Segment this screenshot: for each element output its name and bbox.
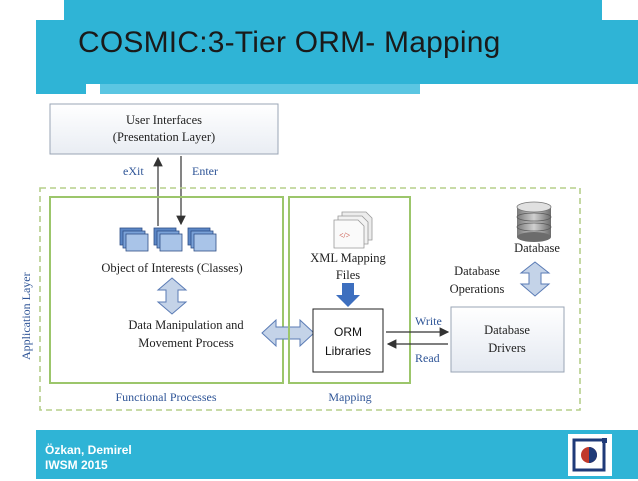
db-operations-line2: Operations	[450, 282, 505, 296]
classes-icon	[119, 227, 217, 252]
title-band-inner	[64, 0, 602, 84]
orm-box	[312, 308, 384, 373]
xml-mapping-line1: XML Mapping	[310, 251, 386, 265]
database-icon	[516, 201, 552, 242]
xml-orm-down-arrow	[336, 283, 360, 307]
objects-label: Object of Interests (Classes)	[101, 261, 242, 275]
application-layer-label: Application Layer	[19, 272, 33, 360]
write-label: Write	[415, 314, 442, 328]
xml-files-icon: </>	[333, 211, 373, 249]
xml-mapping-line2: Files	[336, 268, 360, 282]
orm-line2: Libraries	[325, 344, 371, 358]
read-label: Read	[415, 351, 440, 365]
svg-text:</>: </>	[339, 231, 351, 240]
db-double-arrow	[519, 261, 551, 297]
mapping-label: Mapping	[328, 390, 371, 404]
db-drivers-box	[450, 306, 565, 373]
slide-title: COSMIC:3-Tier ORM- Mapping	[78, 26, 501, 59]
logo	[568, 434, 612, 476]
footer-band	[36, 430, 638, 479]
database-label: Database	[514, 241, 560, 255]
footer-author: Özkan, Demirel	[45, 443, 132, 457]
enter-label: Enter	[192, 164, 218, 178]
db-drivers-line2: Drivers	[488, 341, 526, 355]
data-manip-line1: Data Manipulation and	[128, 318, 244, 332]
title-band-notch	[36, 84, 86, 94]
objects-data-double-arrow	[156, 277, 188, 315]
conference-logo-icon	[572, 438, 607, 472]
ui-box: User Interfaces (Presentation Layer)	[49, 103, 279, 155]
footer-conference: IWSM 2015	[45, 458, 108, 472]
db-operations-line1: Database	[454, 264, 500, 278]
functional-processes-box	[49, 196, 284, 384]
mapping-box	[288, 196, 411, 384]
db-drivers-line1: Database	[484, 323, 530, 337]
functional-processes-label: Functional Processes	[116, 390, 217, 404]
exit-label: eXit	[123, 164, 144, 178]
orm-line1: ORM	[334, 325, 362, 339]
ui-box-line1: User Interfaces	[126, 113, 202, 127]
data-manip-line2: Movement Process	[138, 336, 234, 350]
title-band-notch-light	[100, 84, 420, 94]
application-layer-box	[39, 187, 581, 411]
ui-box-line2: (Presentation Layer)	[113, 130, 215, 144]
